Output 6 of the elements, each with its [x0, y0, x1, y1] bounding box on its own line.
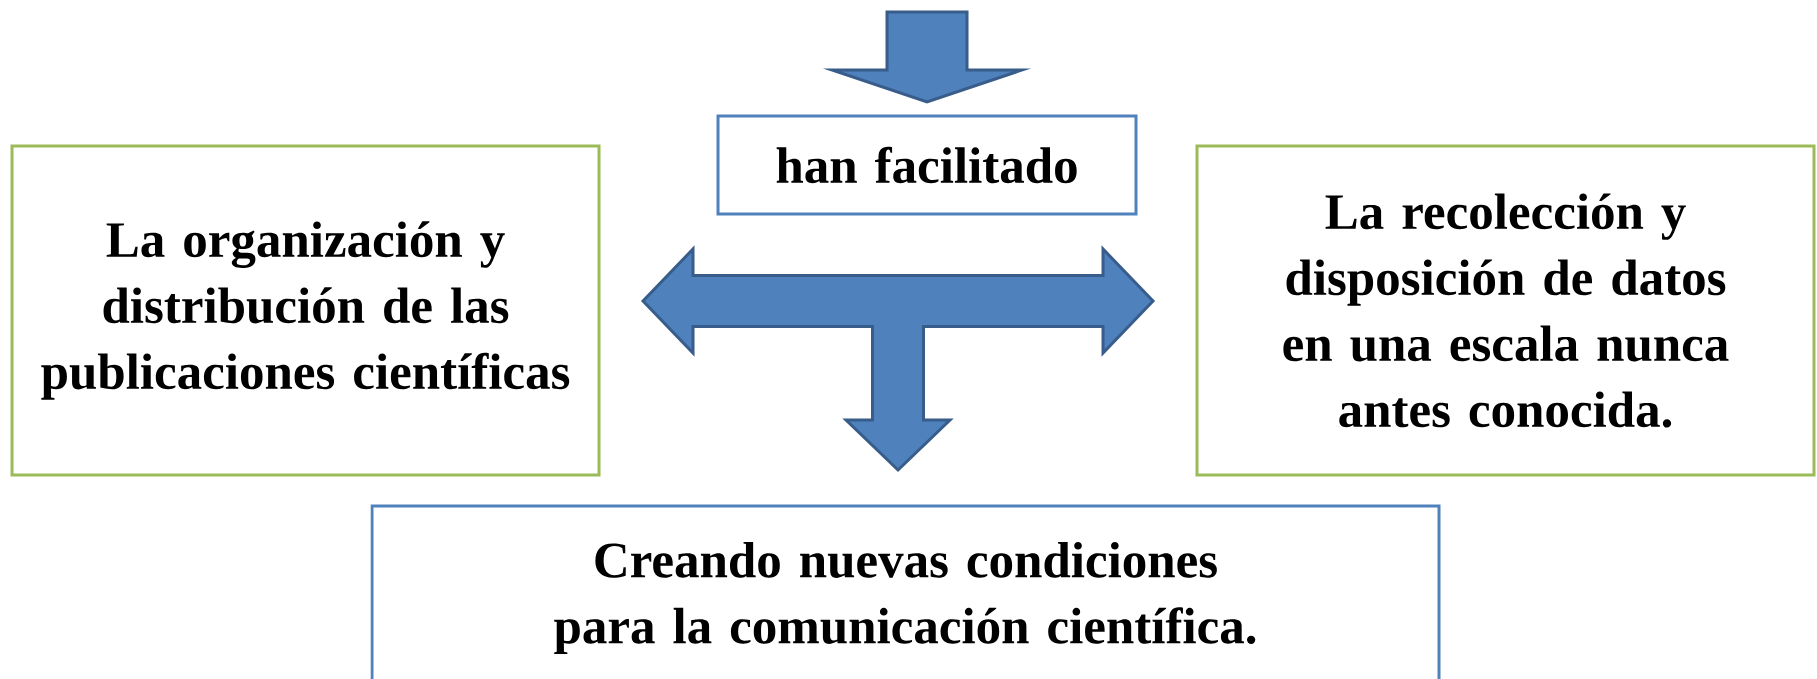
text-box: han facilitado	[716, 114, 1138, 216]
text-box: La recolección y disposición de datos en una escala nunca antes conocida.	[1195, 144, 1816, 477]
text-box: La organización y distribución de las publicaciones científicas	[10, 144, 601, 477]
block-arrow	[822, 10, 1032, 104]
text-box: Creando nuevas condiciones para la comunicación científica.	[370, 504, 1441, 679]
block-arrow	[842, 323, 954, 473]
